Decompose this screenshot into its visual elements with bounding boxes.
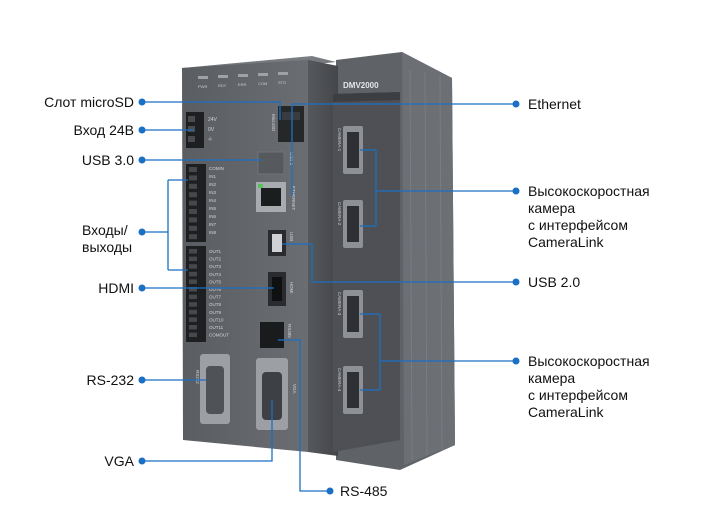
vga-port-graphic (256, 358, 288, 430)
terminal-pin (189, 234, 197, 240)
terminal-pin (189, 317, 197, 322)
camera-port-label: CAMERA-1 (337, 128, 342, 152)
rs232-port-graphic (200, 354, 230, 424)
output-terminal-label: COMOUT (209, 333, 229, 338)
terminal-pin (189, 271, 197, 277)
terminal-pin (189, 167, 197, 172)
input-terminal-label: COMIN (209, 166, 224, 171)
ethernet-print: ETHERNET (291, 186, 296, 211)
terminal-pin (189, 183, 197, 189)
usb3-port-graphic (257, 151, 285, 175)
hdmi-print: HDMI (289, 282, 294, 294)
leader-lines (142, 101, 516, 492)
camera-module (333, 92, 400, 452)
device-side (308, 60, 338, 456)
usb2-port-graphic (268, 230, 286, 256)
terminal-pin (189, 175, 197, 181)
rs232-print: RS232 (195, 370, 200, 384)
callout-power-24v: Вход 24В (73, 122, 134, 138)
usb-print: USB (289, 232, 294, 241)
output-terminal-label: OUT6 (209, 287, 221, 292)
power-terminal (186, 112, 204, 148)
cameralink-ports (343, 126, 363, 414)
input-terminal-label: IN8 (209, 230, 217, 235)
input-terminal-label: IN7 (209, 222, 217, 227)
output-terminal-label: OUT2 (209, 257, 221, 262)
input-terminal-label: IN2 (209, 182, 217, 187)
input-terminal-label: IN5 (209, 206, 217, 211)
terminal-pin (189, 209, 197, 214)
camera-port-label: CAMERA-3 (337, 292, 342, 316)
terminal-pin (189, 294, 197, 300)
output-terminal-label: OUT10 (209, 317, 224, 322)
power-terminal-label: 0V (208, 127, 215, 133)
terminal-pin (189, 225, 197, 231)
camera-port-label: CAMERA-4 (337, 368, 342, 392)
terminal-pin (189, 325, 197, 330)
callout-rs485: RS-485 (340, 483, 388, 499)
terminal-pin (189, 332, 197, 338)
hdmi-port-graphic (268, 272, 286, 306)
callout-camera-1-2: Высокоскоростная камера с интерфейсом Ca… (528, 183, 650, 250)
input-terminal-label: IN1 (209, 174, 217, 179)
rs485-print: RS485 (287, 324, 292, 338)
terminal-pin (189, 287, 197, 292)
ethernet-port-graphic (256, 182, 286, 212)
led-label: PWR (198, 84, 207, 89)
terminal-pin (189, 192, 197, 198)
callout-vga: VGA (104, 453, 134, 469)
input-terminal-label: IN6 (209, 214, 217, 219)
led-label: ERR (238, 82, 247, 87)
callout-usb3: USB 3.0 (81, 152, 134, 168)
terminal-pin (189, 200, 197, 206)
callout-ethernet: Ethernet (528, 96, 581, 112)
input-terminal-label: IN4 (209, 198, 217, 203)
callout-microsd: Слот microSD (44, 94, 134, 110)
output-terminal-label: OUT4 (209, 272, 221, 277)
power-terminal-label: 24V (208, 117, 218, 123)
terminal-pin (189, 264, 197, 269)
output-terminal-label: OUT5 (209, 279, 221, 284)
led-label: STO (278, 80, 286, 85)
output-terminal-label: OUT1 (209, 249, 221, 254)
model-label: DMV2000 (343, 81, 379, 90)
vga-print: VGA (292, 384, 297, 394)
terminal-pin (189, 302, 197, 307)
callout-usb2: USB 2.0 (528, 274, 581, 290)
rs485-port-graphic (260, 322, 284, 348)
output-terminal-label: OUT9 (209, 310, 221, 315)
callout-hdmi: HDMI (98, 280, 134, 296)
terminal-pin (189, 256, 197, 262)
status-leds (198, 72, 288, 79)
callout-camera-3-4: Высокоскоростная камера с интерфейсом Ca… (528, 353, 650, 420)
output-terminal-label: OUT8 (209, 302, 221, 307)
callout-io: Входы/ выходы (82, 222, 133, 255)
leader-dots (138, 98, 520, 495)
output-terminal-label: OUT7 (209, 295, 221, 300)
led-label: COM (258, 81, 267, 86)
terminal-pin (189, 249, 197, 254)
microsd-print: MicroSD (271, 114, 276, 132)
led-label: RDY (218, 83, 227, 88)
input-terminal-label: IN3 (209, 190, 217, 195)
microsd-slot-graphic (278, 106, 304, 142)
output-terminal-label: OUT3 (209, 264, 221, 269)
power-terminal-label: ≟ (208, 136, 212, 143)
callout-rs232: RS-232 (86, 372, 134, 388)
terminal-pin (189, 279, 197, 284)
output-terminal-label: OUT11 (209, 325, 224, 330)
terminal-pin (189, 217, 197, 223)
terminal-pin (189, 309, 197, 315)
camera-port-label: CAMERA-2 (337, 202, 342, 226)
